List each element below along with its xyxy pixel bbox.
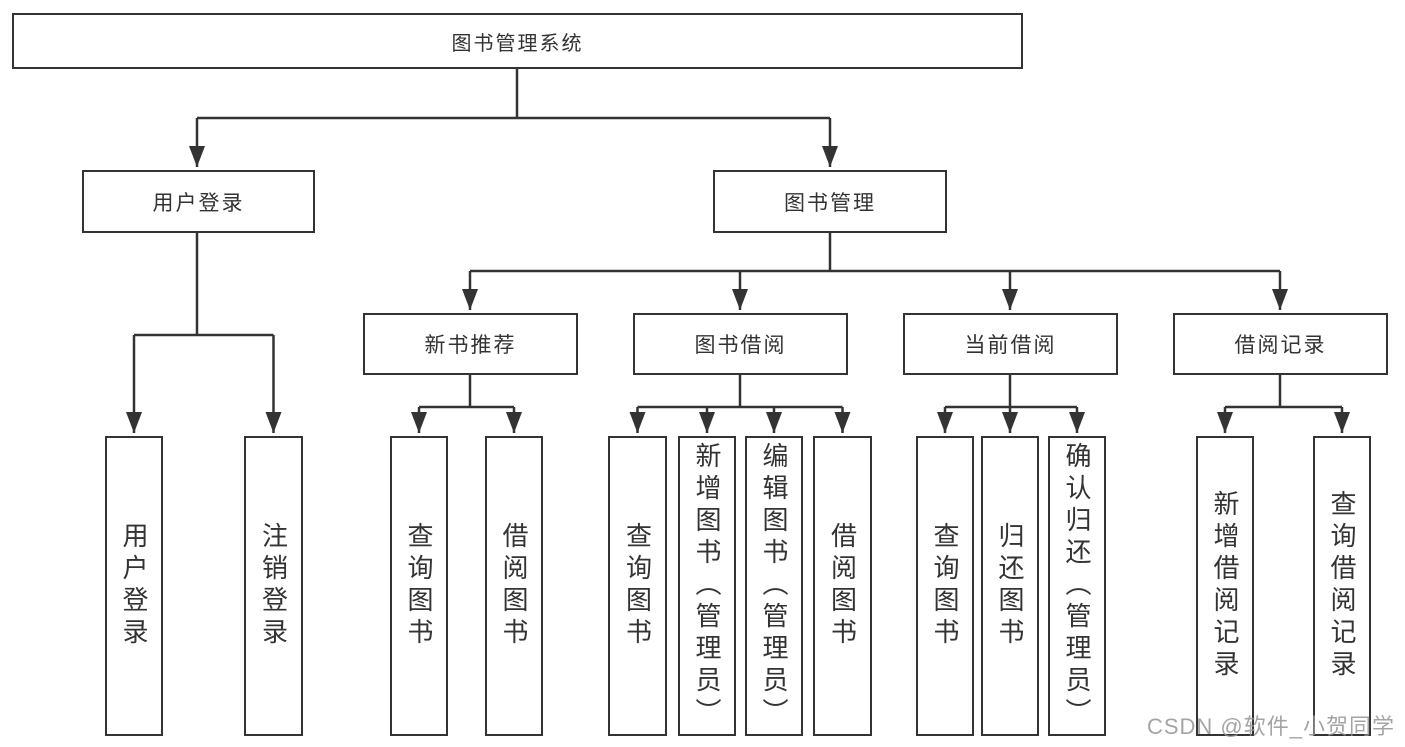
node-current-confirm-return-admin: 确认归还（管理员） — [1048, 436, 1106, 736]
node-borrow-add-books-admin: 新增图书（管理员） — [678, 436, 736, 736]
watermark: CSDN @软件_小贺同学 — [1146, 714, 1395, 739]
node-borrowing-records: 借阅记录 — [1173, 313, 1388, 375]
node-records-query-record: 查询借阅记录 — [1313, 436, 1371, 736]
node-new-book-recommendation: 新书推荐 — [363, 313, 578, 375]
node-book-borrowing: 图书借阅 — [633, 313, 848, 375]
node-root: 图书管理系统 — [12, 13, 1023, 69]
node-book-management: 图书管理 — [713, 170, 947, 233]
node-leaf-logout: 注销登录 — [244, 436, 303, 736]
node-newrec-query-books: 查询图书 — [390, 436, 448, 736]
node-current-return-books: 归还图书 — [981, 436, 1039, 736]
node-newrec-borrow-books: 借阅图书 — [485, 436, 543, 736]
node-borrow-borrow-books: 借阅图书 — [813, 436, 872, 736]
node-user-login: 用户登录 — [82, 170, 315, 233]
node-records-add-record: 新增借阅记录 — [1196, 436, 1254, 736]
node-borrow-edit-books-admin: 编辑图书（管理员） — [745, 436, 803, 736]
node-current-borrowing: 当前借阅 — [903, 313, 1118, 375]
node-leaf-user-login: 用户登录 — [105, 436, 163, 736]
node-current-query-books: 查询图书 — [916, 436, 974, 736]
node-borrow-query-books: 查询图书 — [608, 436, 667, 736]
